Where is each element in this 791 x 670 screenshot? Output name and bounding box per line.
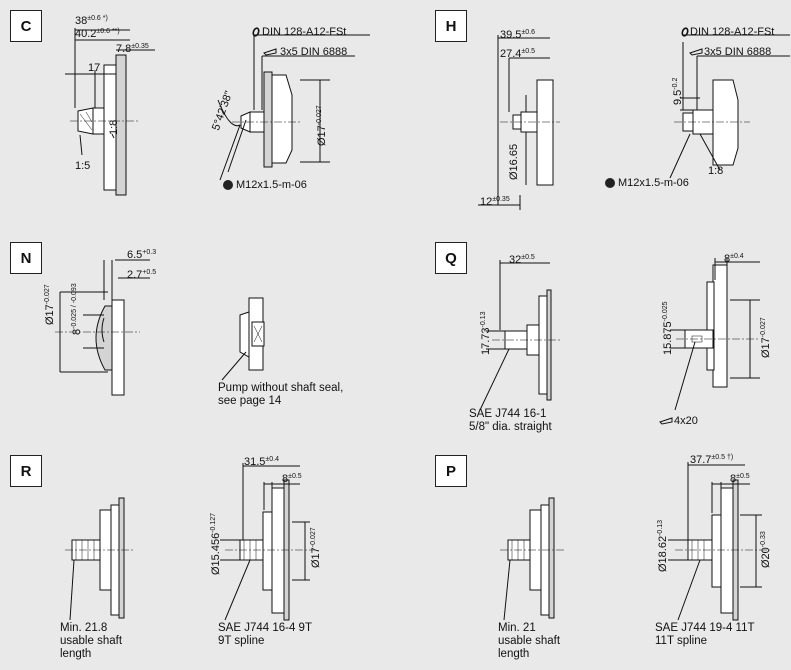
n-note-line1: Pump without shaft seal, [218, 382, 344, 394]
r-dim-31-5: 31.5±0.4 [244, 456, 279, 468]
q-spec-line2: 5/8" dia. straight [469, 421, 552, 433]
c-din-128: DIN 128-A12-FSt [262, 26, 347, 38]
p-dim-8: 8±0.5 [730, 473, 750, 485]
h-ratio-1-8: 1:8 [708, 165, 724, 177]
q-dia-17: Ø17-0.027 [760, 317, 772, 358]
section-label-r: R [10, 455, 42, 487]
h-dim-9-5: 9.5-0.2 [672, 77, 684, 105]
c-pin-symbol-icon [252, 27, 260, 37]
h-side-view [478, 35, 560, 210]
h-pin-symbol-icon [681, 27, 689, 37]
h-thread-symbol-icon [605, 178, 615, 188]
h-detail-view [669, 34, 790, 179]
p-dia-20: Ø20-0.33 [760, 531, 772, 568]
q-key-4x20: 4x20 [674, 415, 698, 427]
h-key-symbol-icon [689, 48, 703, 56]
section-label-n: N [10, 242, 42, 274]
r-dia-17: Ø17-0.027 [310, 527, 322, 568]
section-label-c: C [10, 10, 42, 42]
h-dim-12: 12±0.35 [480, 196, 510, 208]
n-dim-8: 8-0.025 / -0.093 [71, 283, 83, 335]
p-spec-line2: 11T spline [655, 635, 707, 647]
q-dim-8: 8±0.4 [724, 253, 744, 265]
c-detail-view [217, 34, 370, 181]
c-ratio-1-8: 1:8 [108, 119, 120, 135]
r-note-line1: Min. 21.8 [60, 622, 108, 634]
h-dim-27-4: 27.4±0.5 [500, 48, 535, 60]
h-dim-39-5: 39.5±0.6 [500, 29, 535, 41]
r-detail-view [220, 463, 315, 621]
n-dim-6-5: 6.5+0.3 [127, 249, 157, 261]
p-side-view [500, 497, 565, 621]
h-din-128: DIN 128-A12-FSt [690, 26, 775, 38]
n-note-line2: see page 14 [218, 395, 282, 407]
c-side-view [65, 28, 155, 196]
r-spec-line2: 9T spline [218, 635, 265, 647]
c-thread-symbol-icon [223, 180, 233, 190]
c-dim-17: 17 [88, 62, 101, 74]
r-side-view [65, 497, 135, 621]
h-key-3x5: 3x5 DIN 6888 [704, 46, 772, 58]
c-thread: M12x1.5-m-06 [236, 179, 307, 191]
n-dia-17: Ø17-0.027 [44, 284, 56, 325]
p-note-line1: Min. 21 [498, 622, 536, 634]
n-dim-2-7: 2.7+0.5 [127, 269, 157, 281]
section-label-q: Q [435, 242, 467, 274]
c-dim-38: 38±0.6 *) [75, 15, 108, 27]
p-note-line2: usable shaft [498, 635, 561, 647]
p-spec-line1: SAE J744 19-4 11T [655, 622, 755, 634]
n-side-view [55, 259, 150, 396]
q-dim-15-875: 15.875-0.025 [662, 301, 674, 355]
r-dim-8: 8±0.5 [282, 473, 302, 485]
q-dim-17-73: 17.73-0.13 [480, 311, 492, 356]
h-dia-16-65: Ø16.65 [508, 143, 520, 180]
q-side-view [479, 260, 560, 411]
c-dim-7-8: 7.8±0.35 [116, 43, 149, 55]
c-dim-40-2: 40.2±0.6 **) [75, 28, 120, 40]
q-dim-32: 32±0.5 [509, 254, 535, 266]
r-note-line3: length [60, 648, 92, 660]
r-spec-line1: SAE J744 16-4 9T [218, 622, 312, 634]
c-key-3x5: 3x5 DIN 6888 [280, 46, 348, 58]
section-label-h: H [435, 10, 467, 42]
p-dia-18-62: Ø18.62-0.13 [657, 519, 669, 572]
n-pump-detail [221, 297, 265, 381]
section-label-p: P [435, 455, 467, 487]
c-key-symbol-icon [263, 48, 277, 56]
p-dim-37-7: 37.7±0.5 †) [690, 454, 734, 466]
p-detail-view [668, 462, 770, 621]
r-dia-15-456: Ø15.456-0.127 [210, 512, 222, 575]
h-thread: M12x1.5-m-06 [618, 177, 689, 189]
q-detail-view [670, 258, 760, 411]
c-ratio-1-5: 1:5 [75, 160, 91, 172]
q-key-symbol-icon [659, 417, 673, 425]
q-spec-line1: SAE J744 16-1 [469, 408, 547, 420]
c-dia-17: Ø17-0.027 [316, 105, 328, 146]
r-note-line2: usable shaft [60, 635, 123, 647]
p-note-line3: length [498, 648, 530, 660]
